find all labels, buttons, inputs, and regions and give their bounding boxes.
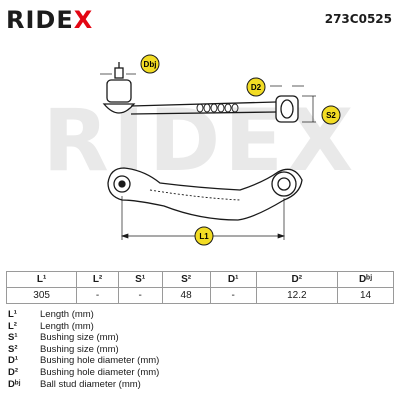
legend-code: L² [8,320,17,332]
legend-desc: Ball stud diameter (mm) [40,378,141,390]
legend-code: S² [8,343,18,355]
header-dbj: Dᵇʲ [337,271,394,288]
legend-code: D¹ [8,355,19,367]
value-l1: 305 [5,287,78,304]
value-l2: - [76,287,119,304]
legend-desc: Bushing size (mm) [40,332,119,344]
legend-desc: Bushing hole diameter (mm) [40,366,160,378]
arm-body [107,167,303,221]
callout-s2: S2 [321,105,341,125]
bushing-hole [280,99,294,119]
value-s2: 48 [161,287,211,304]
legend-desc: Length (mm) [40,320,94,332]
dimension-lines-top [100,73,316,123]
ridex-logo: RIDEX [6,6,93,34]
legend-code: S¹ [8,332,18,344]
ball-joint-boot [102,103,136,114]
legend-item: L¹ Length (mm) [8,309,392,321]
value-d1: - [209,287,257,304]
watermark: RIDEX [43,91,358,191]
ball-stud-nut [114,67,124,79]
rod-ribs [196,103,239,113]
bushing-eye [275,95,299,123]
header-d1: D¹ [209,271,257,288]
legend-item: D¹ Bushing hole diameter (mm) [8,355,392,367]
ball-joint-housing [106,79,132,103]
legend-item: L² Length (mm) [8,321,392,333]
legend-code: D² [8,366,19,378]
header-s1: S¹ [117,271,163,288]
header-d2: D² [255,271,339,288]
part-number: 273C0525 [324,12,392,26]
side-view-link [107,167,303,221]
header-l2: L² [76,271,119,288]
arm-rib [149,189,241,201]
right-eye [271,171,297,197]
callout-d2-label: D2 [251,83,262,92]
legend-code: Dᵇʲ [8,378,21,390]
logo-text: RIDE [6,6,74,34]
legend-item: Dᵇʲ Ball stud diameter (mm) [8,379,392,391]
callout-dbj-label: Dbj [144,60,157,69]
callout-l1: L1 [194,226,214,246]
legend-desc: Length (mm) [40,309,94,320]
legend-desc: Bushing hole diameter (mm) [40,355,160,367]
legend-desc: Bushing size (mm) [40,343,119,355]
callout-l1-label: L1 [199,232,209,241]
legend-item: D² Bushing hole diameter (mm) [8,367,392,379]
spec-table-header: L¹ L² S¹ S² D¹ D² Dᵇʲ [5,271,394,288]
legend-item: S¹ Bushing size (mm) [8,332,392,344]
top-view-link [102,62,299,123]
header-l1: L¹ [5,271,78,288]
spec-table-values: 305 - - 48 - 12.2 14 [5,287,394,304]
callout-dbj: Dbj [140,54,160,74]
value-s1: - [117,287,163,304]
legend-item: S² Bushing size (mm) [8,344,392,356]
logo-x: X [73,6,94,34]
link-rod [130,101,277,115]
callout-s2-label: S2 [326,111,336,120]
value-dbj: 14 [337,287,394,304]
header-s2: S² [161,271,211,288]
legend-code: L¹ [8,309,17,320]
callout-d2: D2 [246,77,266,97]
value-d2: 12.2 [255,287,339,304]
spec-table: L¹ L² S¹ S² D¹ D² Dᵇʲ 305 - - 48 - 12.2 … [5,271,394,304]
legend: L¹ Length (mm) L² Length (mm) S¹ Bushing si… [8,309,392,390]
technical-drawing: RIDEX Dbj D2 S2 [43,54,358,246]
